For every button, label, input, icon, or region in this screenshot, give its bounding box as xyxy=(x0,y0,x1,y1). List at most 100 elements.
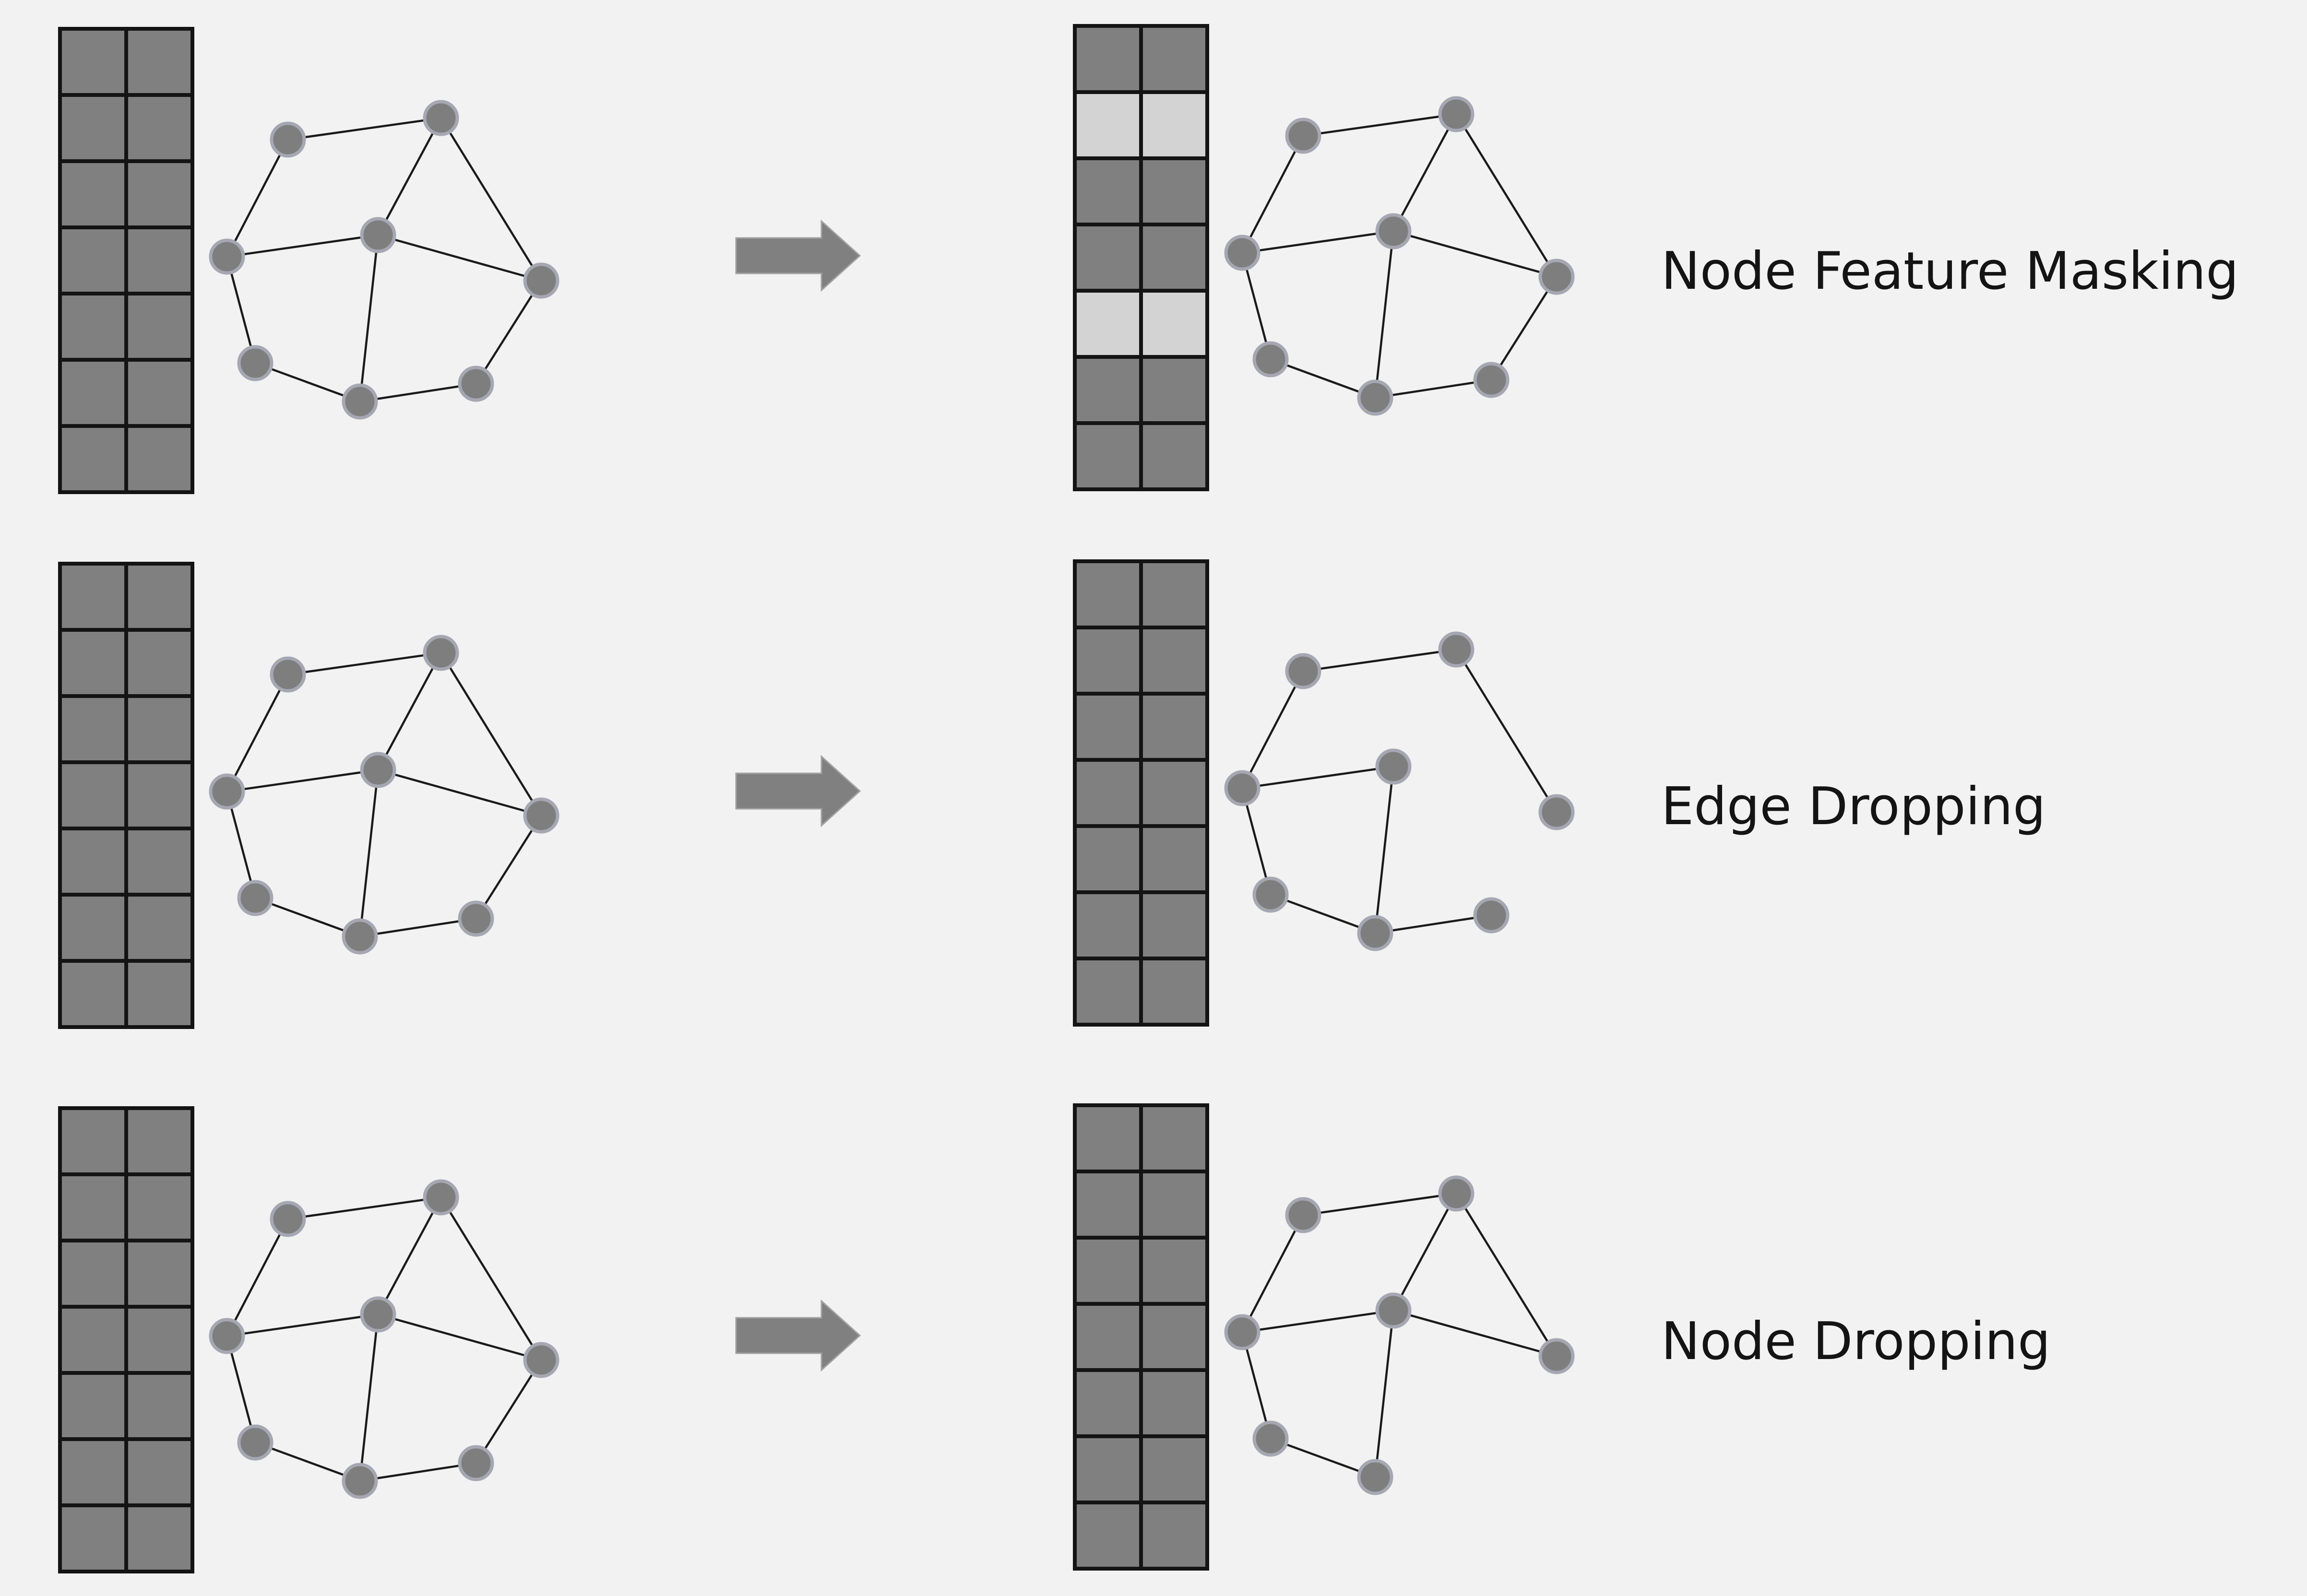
feature-cell xyxy=(128,97,190,159)
graph-node xyxy=(1224,1314,1261,1350)
feature-cell xyxy=(62,428,124,490)
feature-cell xyxy=(1077,960,1139,1023)
graph-edge xyxy=(1374,231,1395,398)
feature-cell xyxy=(1143,629,1205,692)
feature-cell xyxy=(1143,28,1205,90)
feature-cell xyxy=(1143,1173,1205,1236)
feature-cell xyxy=(62,296,124,358)
graph-edge xyxy=(1303,1192,1457,1217)
feature-cell xyxy=(1077,828,1139,890)
graph-node xyxy=(237,1424,274,1461)
graph-edge xyxy=(378,768,542,817)
graph-node xyxy=(270,1201,306,1237)
feature-cell xyxy=(128,163,190,225)
masked-feature-cell xyxy=(1143,94,1205,156)
graph-node xyxy=(1357,379,1393,416)
feature-cell xyxy=(1143,696,1205,758)
graph-edge xyxy=(359,1462,476,1482)
feature-cell xyxy=(1077,359,1139,421)
feature-cell xyxy=(62,1375,124,1437)
graph-node xyxy=(1224,770,1261,806)
graph-edge xyxy=(1374,1310,1395,1478)
feature-cell xyxy=(1077,563,1139,626)
graph-node xyxy=(1357,1459,1393,1495)
feature-cell xyxy=(62,1242,124,1305)
row-node-feature-masking: Node Feature Masking xyxy=(58,24,2239,494)
graph-edge xyxy=(1241,135,1304,254)
augmented-feature-matrix xyxy=(1073,24,1209,491)
graph-edge xyxy=(1241,252,1272,360)
feature-cell xyxy=(1143,563,1205,626)
graph-edge xyxy=(1393,1309,1557,1358)
feature-cell xyxy=(62,963,124,1025)
feature-cell xyxy=(128,229,190,292)
graph-edge xyxy=(287,651,441,676)
graph-edge xyxy=(1375,914,1492,934)
feature-cell xyxy=(128,963,190,1025)
graph-node xyxy=(1252,341,1289,378)
graph-node xyxy=(360,752,396,788)
graph-node xyxy=(209,1318,245,1354)
feature-cell xyxy=(62,1441,124,1503)
graph-node xyxy=(1438,631,1475,668)
graph-edge xyxy=(475,815,542,920)
graph-node xyxy=(423,1179,459,1216)
graph-node xyxy=(1285,1197,1321,1233)
masked-feature-cell xyxy=(1077,94,1139,156)
feature-cell xyxy=(1077,1173,1139,1236)
feature-cell xyxy=(128,428,190,490)
feature-cell xyxy=(62,632,124,694)
graph-node xyxy=(1473,362,1510,398)
feature-cell xyxy=(1143,1372,1205,1434)
graph-node xyxy=(1224,235,1261,271)
feature-cell xyxy=(1143,960,1205,1023)
graph-edge xyxy=(1455,1193,1558,1357)
graph-node xyxy=(270,121,306,158)
feature-cell xyxy=(1143,359,1205,421)
original-feature-matrix xyxy=(58,27,194,494)
masked-feature-cell xyxy=(1077,293,1139,355)
feature-cell xyxy=(1143,425,1205,487)
feature-cell xyxy=(62,31,124,93)
graph-edge xyxy=(1242,230,1394,254)
feature-cell xyxy=(1143,894,1205,957)
graph-edge xyxy=(377,117,442,236)
feature-cell xyxy=(128,632,190,694)
graph-edge xyxy=(1375,378,1492,399)
augmented-feature-matrix xyxy=(1073,559,1209,1027)
graph-edge xyxy=(358,1314,380,1481)
transform-arrow xyxy=(735,1299,861,1372)
arrow-shape xyxy=(735,755,861,828)
feature-cell xyxy=(1143,762,1205,824)
transform-arrow xyxy=(735,219,861,292)
graph-edge xyxy=(255,362,360,403)
graph-edge xyxy=(377,1196,442,1315)
feature-cell xyxy=(128,1110,190,1172)
graph-node xyxy=(1252,876,1289,913)
graph-edge xyxy=(358,769,380,937)
graph-edge xyxy=(1392,113,1457,232)
graph-node xyxy=(342,1463,378,1499)
graph-edge xyxy=(358,235,380,402)
graph-node xyxy=(1538,259,1575,295)
masked-feature-cell xyxy=(1143,293,1205,355)
graph-node xyxy=(523,797,559,834)
feature-cell xyxy=(1143,1107,1205,1170)
graph-node xyxy=(360,1296,396,1333)
feature-cell xyxy=(1077,1372,1139,1434)
transform-arrow xyxy=(735,755,861,828)
graph-node xyxy=(458,366,494,402)
graph-edge xyxy=(378,1313,542,1361)
graph-node xyxy=(523,262,559,299)
graph-node xyxy=(1473,897,1510,934)
graph-edge xyxy=(378,234,542,282)
feature-cell xyxy=(1077,226,1139,289)
graph-node xyxy=(1252,1420,1289,1457)
graph-edge xyxy=(255,897,360,938)
graph-edge xyxy=(1242,1309,1394,1334)
graph-node xyxy=(523,1342,559,1378)
original-feature-matrix xyxy=(58,562,194,1029)
graph-edge xyxy=(226,1313,379,1337)
graph-node xyxy=(1375,213,1412,249)
graph-edge xyxy=(1270,358,1376,399)
